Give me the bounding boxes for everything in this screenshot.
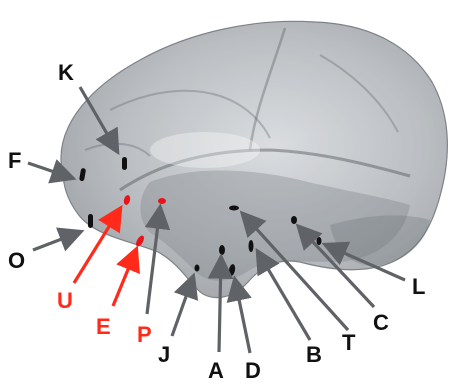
label-l: L	[412, 274, 425, 299]
sylvian-fissure	[119, 148, 411, 192]
electrode-a	[219, 245, 225, 255]
electrode-t	[229, 205, 239, 211]
arrow-l	[321, 241, 406, 282]
electrode-p	[158, 198, 166, 204]
arrow-t	[239, 210, 350, 332]
label-b: B	[306, 342, 322, 367]
arrow-d	[226, 275, 252, 354]
label-o: O	[8, 248, 25, 273]
arrow-a	[207, 253, 234, 353]
arrow-e	[111, 245, 140, 307]
arrow-j	[170, 272, 199, 337]
gyrus-fold	[319, 54, 399, 133]
label-u: U	[57, 288, 73, 313]
arrow-c	[295, 223, 376, 309]
label-k: K	[58, 60, 74, 85]
gyrus-fold	[84, 142, 151, 157]
arrow-o	[32, 227, 85, 252]
electrode-o	[88, 214, 93, 228]
arrow-b	[255, 247, 312, 341]
electrode-k	[122, 157, 127, 170]
arrows	[27, 86, 406, 354]
electrode-b	[248, 240, 254, 252]
label-c: C	[373, 310, 389, 335]
electrode-f	[79, 168, 86, 182]
cerebellum-shade	[330, 215, 430, 266]
electrode-u	[123, 195, 131, 205]
label-e: E	[96, 314, 111, 339]
electrode-l	[316, 237, 322, 245]
brain-surface	[60, 20, 448, 299]
arrow-u	[72, 204, 123, 284]
label-t: T	[342, 330, 356, 355]
label-p: P	[137, 322, 152, 347]
central-sulcus	[248, 27, 287, 151]
label-j: J	[158, 342, 170, 367]
electrode-j	[194, 264, 200, 272]
gyrus-fold	[109, 89, 271, 139]
midline-highlight	[150, 132, 260, 168]
arrow-f	[27, 159, 77, 184]
arrow-p	[144, 203, 171, 315]
electrodes	[79, 157, 322, 276]
electrode-e	[136, 235, 144, 247]
label-f: F	[8, 148, 21, 173]
electrode-c	[291, 216, 297, 224]
labels: K F O U E P J A D B T C L	[8, 60, 425, 383]
arrow-k	[78, 86, 120, 156]
label-d: D	[245, 358, 261, 383]
label-a: A	[208, 358, 224, 383]
